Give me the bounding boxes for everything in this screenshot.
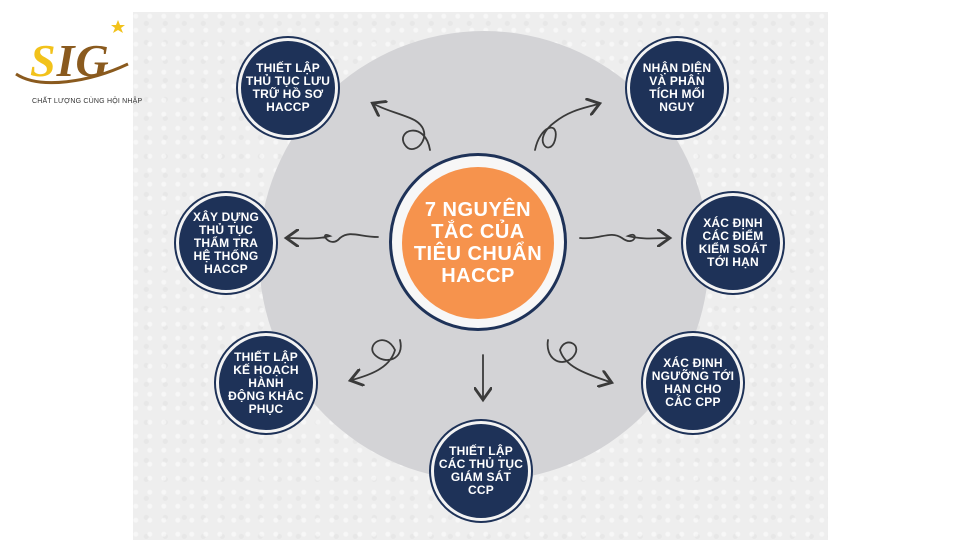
logo-tagline: CHẤT LƯỢNG CÙNG HỘI NHẬP xyxy=(32,98,143,105)
arrow-to-n6 xyxy=(288,234,379,242)
node-label: THIẾT LẬP THỦ TỤC LƯU TRỮ HỒ SƠ HACCP xyxy=(245,61,331,114)
arrow-to-n1 xyxy=(534,104,598,151)
arrow-to-n2 xyxy=(579,235,668,241)
arrow-to-n5 xyxy=(352,339,402,380)
node-label: XÁC ĐỊNH NGƯỠNG TỚI HẠN CHO CÁC CPP xyxy=(651,356,735,409)
arrow-to-n3 xyxy=(546,339,610,382)
node-label: THIẾT LẬP KẾ HOẠCH HÀNH ĐỘNG KHẮC PHỤC xyxy=(228,349,304,416)
star-icon xyxy=(111,20,125,33)
node-label: THIẾT LẬP CÁC THỦ TỤC GIÁM SÁT CCP xyxy=(438,444,524,497)
arrow-to-n7 xyxy=(374,104,431,151)
node-critical-limits: XÁC ĐỊNH NGƯỠNG TỚI HẠN CHO CÁC CPP xyxy=(643,333,743,433)
node-verification-procedures: XÂY DỰNG THỦ TỤC THẨM TRA HỆ THỐNG HACCP xyxy=(176,193,276,293)
logo-swoosh-icon xyxy=(15,20,129,85)
center-label: 7 NGUYÊN TẮC CỦA TIÊU CHUẨN HACCP xyxy=(413,199,543,287)
node-hazard-analysis: NHẬN DIỆN VÀ PHÂN TÍCH MỐI NGUY xyxy=(627,38,727,138)
node-record-keeping: THIẾT LẬP THỦ TỤC LƯU TRỮ HỒ SƠ HACCP xyxy=(238,38,338,138)
node-corrective-actions: THIẾT LẬP KẾ HOẠCH HÀNH ĐỘNG KHẮC PHỤC xyxy=(216,333,316,433)
node-label: XÂY DỰNG THỦ TỤC THẨM TRA HỆ THỐNG HACCP xyxy=(192,209,259,276)
node-critical-control-points: XÁC ĐỊNH CÁC ĐIỂM KIỂM SOÁT TỚI HẠN xyxy=(683,193,783,293)
node-label: XÁC ĐỊNH CÁC ĐIỂM KIỂM SOÁT TỚI HẠN xyxy=(698,216,768,269)
node-label: NHẬN DIỆN VÀ PHÂN TÍCH MỐI NGUY xyxy=(642,61,712,114)
node-monitoring-procedures: THIẾT LẬP CÁC THỦ TỤC GIÁM SÁT CCP xyxy=(431,421,531,521)
center-circle: 7 NGUYÊN TẮC CỦA TIÊU CHUẨN HACCP xyxy=(402,167,554,319)
brand-logo: SIG CHẤT LƯỢNG CÙNG HỘI NHẬP xyxy=(10,12,142,105)
logo-wordmark: SIG xyxy=(30,35,110,86)
